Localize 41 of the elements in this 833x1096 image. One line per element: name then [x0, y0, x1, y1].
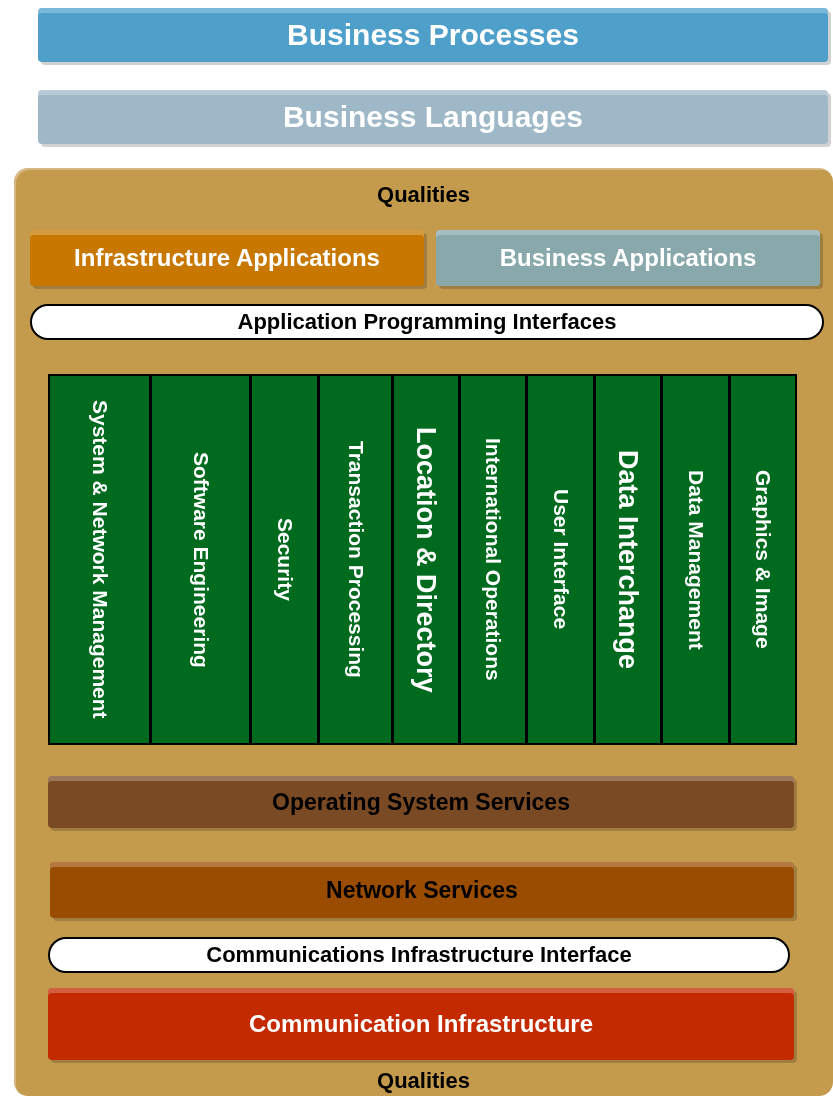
- layer-label: Software Engineering: [188, 451, 214, 668]
- interface-bar: [48, 937, 790, 973]
- layer-label: Network Services: [326, 876, 518, 904]
- layer-label: Business Processes: [287, 18, 579, 52]
- layer-band: [50, 862, 794, 918]
- service-column: [459, 374, 527, 745]
- service-column: [318, 374, 393, 745]
- layer-band: [38, 8, 828, 62]
- service-column: [526, 374, 595, 745]
- layer-label: Business Languages: [282, 100, 584, 134]
- layer-band: [48, 988, 794, 1060]
- service-column: [729, 374, 797, 745]
- layer-band: [48, 776, 794, 828]
- layer-label: Business Applications: [499, 244, 757, 272]
- layer-band: [30, 230, 424, 286]
- layer-label: Operating System Services: [272, 788, 570, 816]
- layer-label: User Interface: [548, 489, 574, 630]
- layer-label: System & Network Management: [87, 400, 113, 719]
- qualities-label: Qualities: [376, 182, 471, 208]
- layer-label: Data Management: [683, 469, 709, 650]
- service-column: [661, 374, 730, 745]
- layer-label: Transaction Processing: [343, 441, 369, 678]
- interface-bar: [30, 304, 824, 340]
- service-column: [150, 374, 251, 745]
- layer-label: Graphics & Image: [751, 470, 776, 649]
- layer-label: Communications Infrastructure Interface: [206, 942, 632, 968]
- layer-label: International Operations: [481, 438, 506, 681]
- qualities-label: Qualities: [376, 1068, 471, 1094]
- platform-panel: [14, 168, 833, 1096]
- layer-band: [38, 90, 828, 144]
- layer-label: Application Programming Interfaces: [237, 309, 617, 335]
- layer-label: Security: [272, 518, 298, 601]
- layer-label: Communication Infrastructure: [248, 1010, 593, 1038]
- service-column: [250, 374, 319, 745]
- layer-label: Infrastructure Applications: [74, 244, 380, 272]
- service-column: [48, 374, 151, 745]
- layer-band: [436, 230, 820, 286]
- layer-label: Data Interchange: [612, 449, 645, 670]
- layer-label: Location & Directory: [410, 426, 443, 693]
- service-column: [392, 374, 460, 745]
- service-column: [594, 374, 662, 745]
